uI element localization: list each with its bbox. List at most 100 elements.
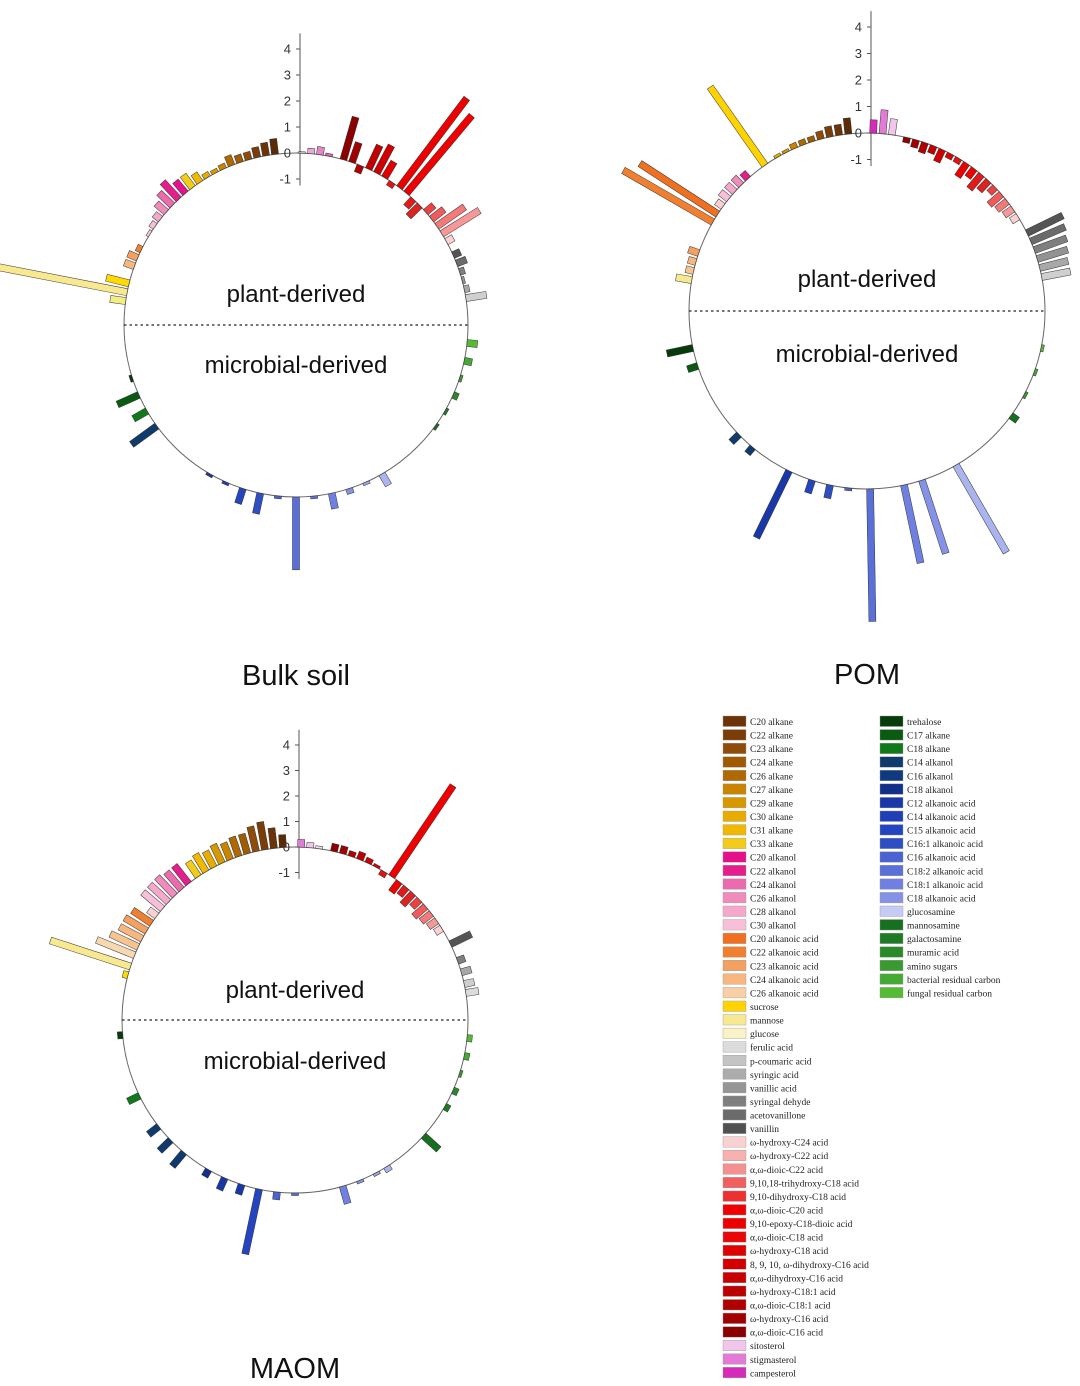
bar [115,391,141,409]
bar [362,480,371,487]
legend-swatch [722,1014,747,1026]
bar [388,783,457,879]
bar [128,374,134,383]
legend-label: C24 alkanoic acid [750,976,819,986]
bar [724,181,738,195]
bar [209,842,226,866]
bar [944,151,954,161]
legend-item: C24 alkane [722,756,793,769]
legend-swatch [879,865,904,876]
bar [241,1188,263,1256]
axis-tick-label: 4 [283,738,290,753]
legend-label: ω-hydroxy-C18:1 acid [750,1288,836,1298]
legend-swatch [722,1000,747,1012]
legend-label: C31 alkane [750,827,793,837]
bar [310,495,319,500]
legend-item: glucosamine [879,905,955,918]
legend-label: C29 alkane [750,799,793,809]
legend-item: C16:1 alkanoic acid [879,837,983,850]
legend-label: campesterol [750,1369,796,1379]
legend-label: sitosterol [750,1342,785,1352]
bar [347,850,357,858]
legend-swatch [879,729,904,741]
axis-tick-label: -1 [279,172,291,187]
legend-label: C20 alkane [750,718,793,728]
legend-swatch [722,1312,747,1324]
legend-item: C22 alkanoic acid [722,946,819,959]
bar [95,936,137,959]
legend-label: 8, 9, 10, ω-dihydroxy-C16 acid [750,1261,869,1271]
bar [706,84,769,168]
bar [823,484,834,500]
legend-swatch [722,1299,747,1311]
bar [273,495,282,500]
legend-item: galactosamine [879,932,961,945]
legend-item: stigmasterol [722,1353,797,1366]
bar [372,1170,381,1177]
bar [291,1192,299,1196]
panel-bulk-soil: 43210-1plant-derivedmicrobial-derivedBul… [0,33,488,692]
legend-swatch [722,824,747,836]
legend-label: C26 alkanoic acid [750,989,819,999]
legend-label: C16 alkanol [907,772,954,782]
legend-label: C20 alkanol [750,854,797,864]
legend-label: C30 alkanol [750,922,797,932]
legend-swatch [722,865,747,876]
legend-item: C23 alkane [722,742,793,755]
legend-swatch [879,960,904,971]
bar [130,907,154,927]
bar [339,845,349,855]
axis-tick-label: 1 [283,814,290,829]
legend-label: C17 alkane [907,732,950,742]
legend-item: vanillin [722,1122,779,1135]
legend-swatch [722,742,747,754]
bar [146,1123,162,1138]
circular-bar-panels: 43210-1plant-derivedmicrobial-derivedBul… [0,11,1072,1385]
legend-swatch [879,810,904,822]
bar [1040,344,1045,353]
bar [272,1191,281,1201]
legend-item: C30 alkane [722,810,793,823]
bar [773,152,782,159]
bar [675,273,693,284]
bar [353,163,365,175]
bar [234,487,247,505]
bar [269,138,279,155]
legend-item: C16 alkanoic acid [879,851,976,864]
legend-item: muramic acid [879,946,959,959]
legend-label: acetovanillone [750,1112,805,1122]
legend-item: ω-hydroxy-C18:1 acid [722,1285,836,1298]
bar [460,276,466,285]
legend-swatch [722,1231,747,1243]
bar [396,884,410,898]
bar [458,266,466,276]
bar [126,1092,142,1105]
legend-item: α,ω-dioic-C18:1 acid [722,1299,831,1312]
bar [451,391,460,401]
legend-label: C18 alkane [907,745,950,755]
legend-label: mannose [750,1017,784,1027]
legend-label: ω-hydroxy-C18 acid [750,1247,829,1257]
legend-swatch [722,973,747,985]
bar [1038,257,1070,272]
plant-derived-label: plant-derived [798,266,937,293]
legend-item: sucrose [722,1000,779,1013]
bar [147,881,172,905]
bar [917,141,929,155]
bar [451,248,463,259]
bar [752,469,793,540]
bar [49,936,132,971]
bar [399,890,416,908]
bar [364,856,374,866]
legend-item: p-coumaric acid [722,1055,812,1067]
legend-swatch [722,1272,747,1284]
legend-label: 9,10-dihydroxy-C18 acid [750,1193,846,1203]
bar [994,198,1010,213]
bar [192,852,210,874]
legend-swatch [722,1340,747,1351]
bar [129,422,160,448]
legend-label: bacterial residual carbon [907,976,1001,986]
bar [1001,205,1016,219]
